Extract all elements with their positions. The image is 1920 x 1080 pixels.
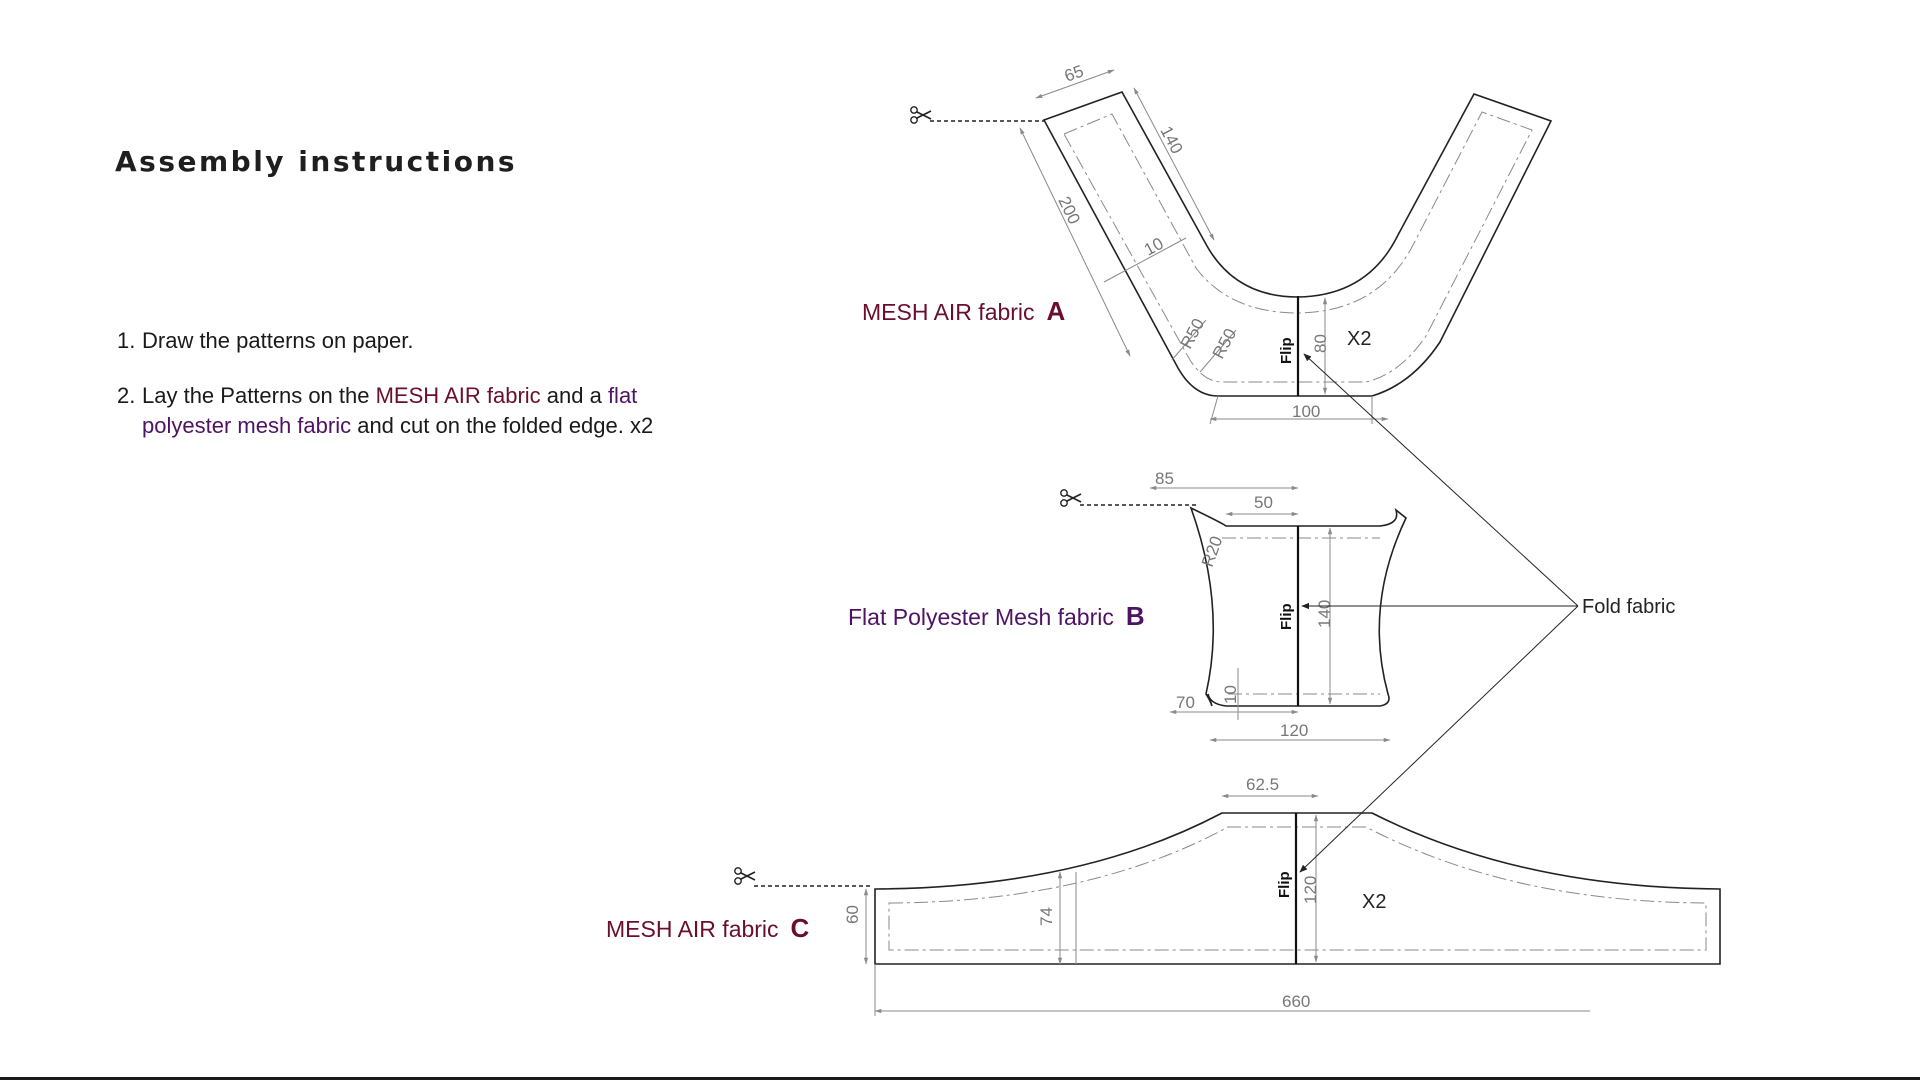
piece-c-outline bbox=[874, 812, 1721, 965]
step-text: Draw the patterns on paper. bbox=[142, 328, 414, 353]
step-text-after: and cut on the folded edge. x2 bbox=[351, 413, 654, 438]
piece-c-name: MESH AIR fabric bbox=[606, 916, 779, 942]
instruction-list: 1. Draw the patterns on paper. 2. Lay th… bbox=[117, 326, 697, 466]
piece-b: Flip 85 50 R20 140 70 10 120 bbox=[1060, 469, 1407, 743]
piece-c-flip-label: Flip bbox=[1276, 871, 1293, 898]
piece-a-outline bbox=[1042, 91, 1553, 397]
scissors-icon bbox=[909, 106, 932, 124]
step-text-mid: and a bbox=[540, 383, 608, 408]
piece-a-qty: X2 bbox=[1347, 328, 1371, 350]
piece-b-dim-seam-value: 10 bbox=[1221, 685, 1240, 704]
piece-c-letter: C bbox=[790, 913, 810, 943]
piece-b-dim-bottom-value: 120 bbox=[1280, 721, 1308, 740]
piece-a-dim-height-value: 80 bbox=[1311, 334, 1330, 353]
piece-b-flip-label: Flip bbox=[1278, 603, 1295, 630]
piece-b-dim-left-value: 70 bbox=[1176, 693, 1195, 712]
piece-a-extension-line bbox=[1209, 395, 1219, 425]
piece-a-dim-long-value: 200 bbox=[1054, 193, 1084, 227]
bottom-rule bbox=[0, 1077, 1920, 1080]
piece-a-dim-top bbox=[1035, 69, 1115, 99]
piece-b-seam-line bbox=[1222, 537, 1380, 695]
piece-c-dim-end-height-value: 60 bbox=[843, 905, 862, 924]
piece-a-dim-r1-value: R50 bbox=[1177, 315, 1208, 351]
piece-b-outline bbox=[1189, 506, 1407, 707]
step-number: 1. bbox=[117, 328, 136, 353]
piece-c-dim-center-height-value: 120 bbox=[1301, 876, 1320, 904]
piece-c-dim-length-value: 660 bbox=[1282, 992, 1310, 1011]
piece-c: Flip X2 62.5 60 74 120 660 bbox=[733, 775, 1721, 1016]
piece-b-letter: B bbox=[1125, 601, 1145, 631]
page-title: Assembly instructions bbox=[115, 145, 518, 178]
fold-fabric-label: Fold fabric bbox=[1582, 596, 1675, 618]
piece-c-label: MESH AIR fabric C bbox=[606, 913, 809, 944]
instruction-step-1: 1. Draw the patterns on paper. bbox=[117, 326, 697, 356]
piece-a-dim-seam-value: 10 bbox=[1141, 234, 1167, 260]
step-number: 2. bbox=[117, 383, 136, 408]
piece-a: Flip X2 65 140 200 10 R50 R50 80 100 bbox=[909, 61, 1553, 425]
piece-c-dim-top-value: 62.5 bbox=[1246, 775, 1279, 794]
piece-a-dim-bottom-value: 100 bbox=[1292, 402, 1320, 421]
instruction-step-2: 2. Lay the Patterns on the MESH AIR fabr… bbox=[117, 381, 697, 441]
piece-b-dim-height-value: 140 bbox=[1315, 600, 1334, 628]
fold-callout: Fold fabric bbox=[1299, 353, 1675, 873]
piece-a-dim-r2 bbox=[1199, 329, 1237, 373]
piece-a-dim-long bbox=[1019, 127, 1131, 357]
piece-a-dim-r1 bbox=[1171, 319, 1207, 361]
flat-polyester-highlight: flat polyester mesh fabric bbox=[142, 383, 638, 438]
piece-c-dim-mid-height-value: 74 bbox=[1037, 907, 1056, 926]
piece-c-seam-line bbox=[888, 826, 1707, 951]
scissors-icon bbox=[1060, 488, 1082, 508]
piece-b-dim-radius-value: R20 bbox=[1198, 534, 1227, 570]
piece-c-qty: X2 bbox=[1362, 891, 1386, 913]
step-text-before: Lay the Patterns on the bbox=[142, 383, 376, 408]
fold-leader-c bbox=[1299, 605, 1579, 873]
piece-a-name: MESH AIR fabric bbox=[862, 299, 1035, 325]
piece-a-dim-side bbox=[1133, 87, 1215, 241]
scissors-icon bbox=[733, 866, 756, 886]
piece-b-name: Flat Polyester Mesh fabric bbox=[848, 604, 1114, 630]
piece-a-flip-label: Flip bbox=[1278, 337, 1295, 364]
step-text: Lay the Patterns on the MESH AIR fabric … bbox=[142, 381, 697, 441]
piece-a-dim-top-value: 65 bbox=[1062, 61, 1086, 85]
piece-a-seam-line bbox=[1063, 111, 1533, 383]
piece-b-dim-top-outer-value: 85 bbox=[1155, 469, 1174, 488]
piece-b-label: Flat Polyester Mesh fabric B bbox=[848, 601, 1145, 632]
mesh-air-highlight: MESH AIR fabric bbox=[375, 383, 541, 408]
piece-a-dim-seam bbox=[1103, 237, 1187, 283]
piece-b-dim-top-inner-value: 50 bbox=[1254, 493, 1273, 512]
fold-leader-a bbox=[1303, 353, 1579, 607]
piece-a-dim-side-value: 140 bbox=[1156, 123, 1186, 157]
